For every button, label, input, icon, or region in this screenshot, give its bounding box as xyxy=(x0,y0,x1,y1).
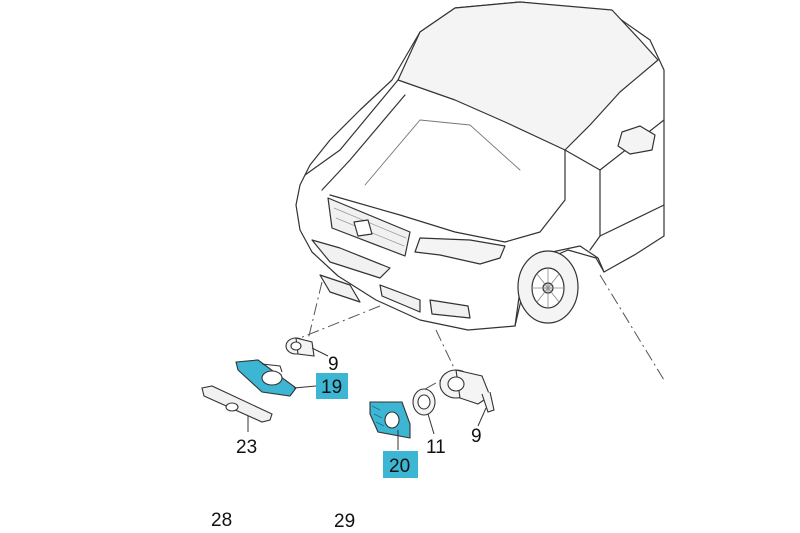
callout-highlight xyxy=(316,373,348,399)
leader-line xyxy=(599,274,665,381)
callout-highlight xyxy=(383,451,418,478)
parking-sensor-right xyxy=(439,369,495,413)
callout-label: 11 xyxy=(426,437,446,458)
sensor-bracket-right xyxy=(369,401,411,439)
retaining-ring-right xyxy=(412,388,436,416)
car-front-illustration xyxy=(295,1,665,331)
parking-sensor-left xyxy=(285,337,315,357)
callout-leader xyxy=(311,347,329,357)
leader-line xyxy=(284,305,381,345)
sensor-bracket-left xyxy=(235,359,297,397)
callout-label: 20 xyxy=(389,456,410,477)
callout-leader xyxy=(293,385,317,389)
callout-label: 9 xyxy=(471,426,482,447)
callout-label: 23 xyxy=(236,437,257,458)
callout-leader xyxy=(477,407,487,427)
cover-plate-left xyxy=(201,385,273,423)
leader-line xyxy=(307,281,323,341)
callout-leader xyxy=(427,413,435,435)
callout-label: 29 xyxy=(334,511,355,532)
callout-label: 28 xyxy=(211,510,232,531)
callout-label: 19 xyxy=(321,377,342,398)
callout-label: 9 xyxy=(328,354,339,375)
leader-line xyxy=(435,329,456,371)
